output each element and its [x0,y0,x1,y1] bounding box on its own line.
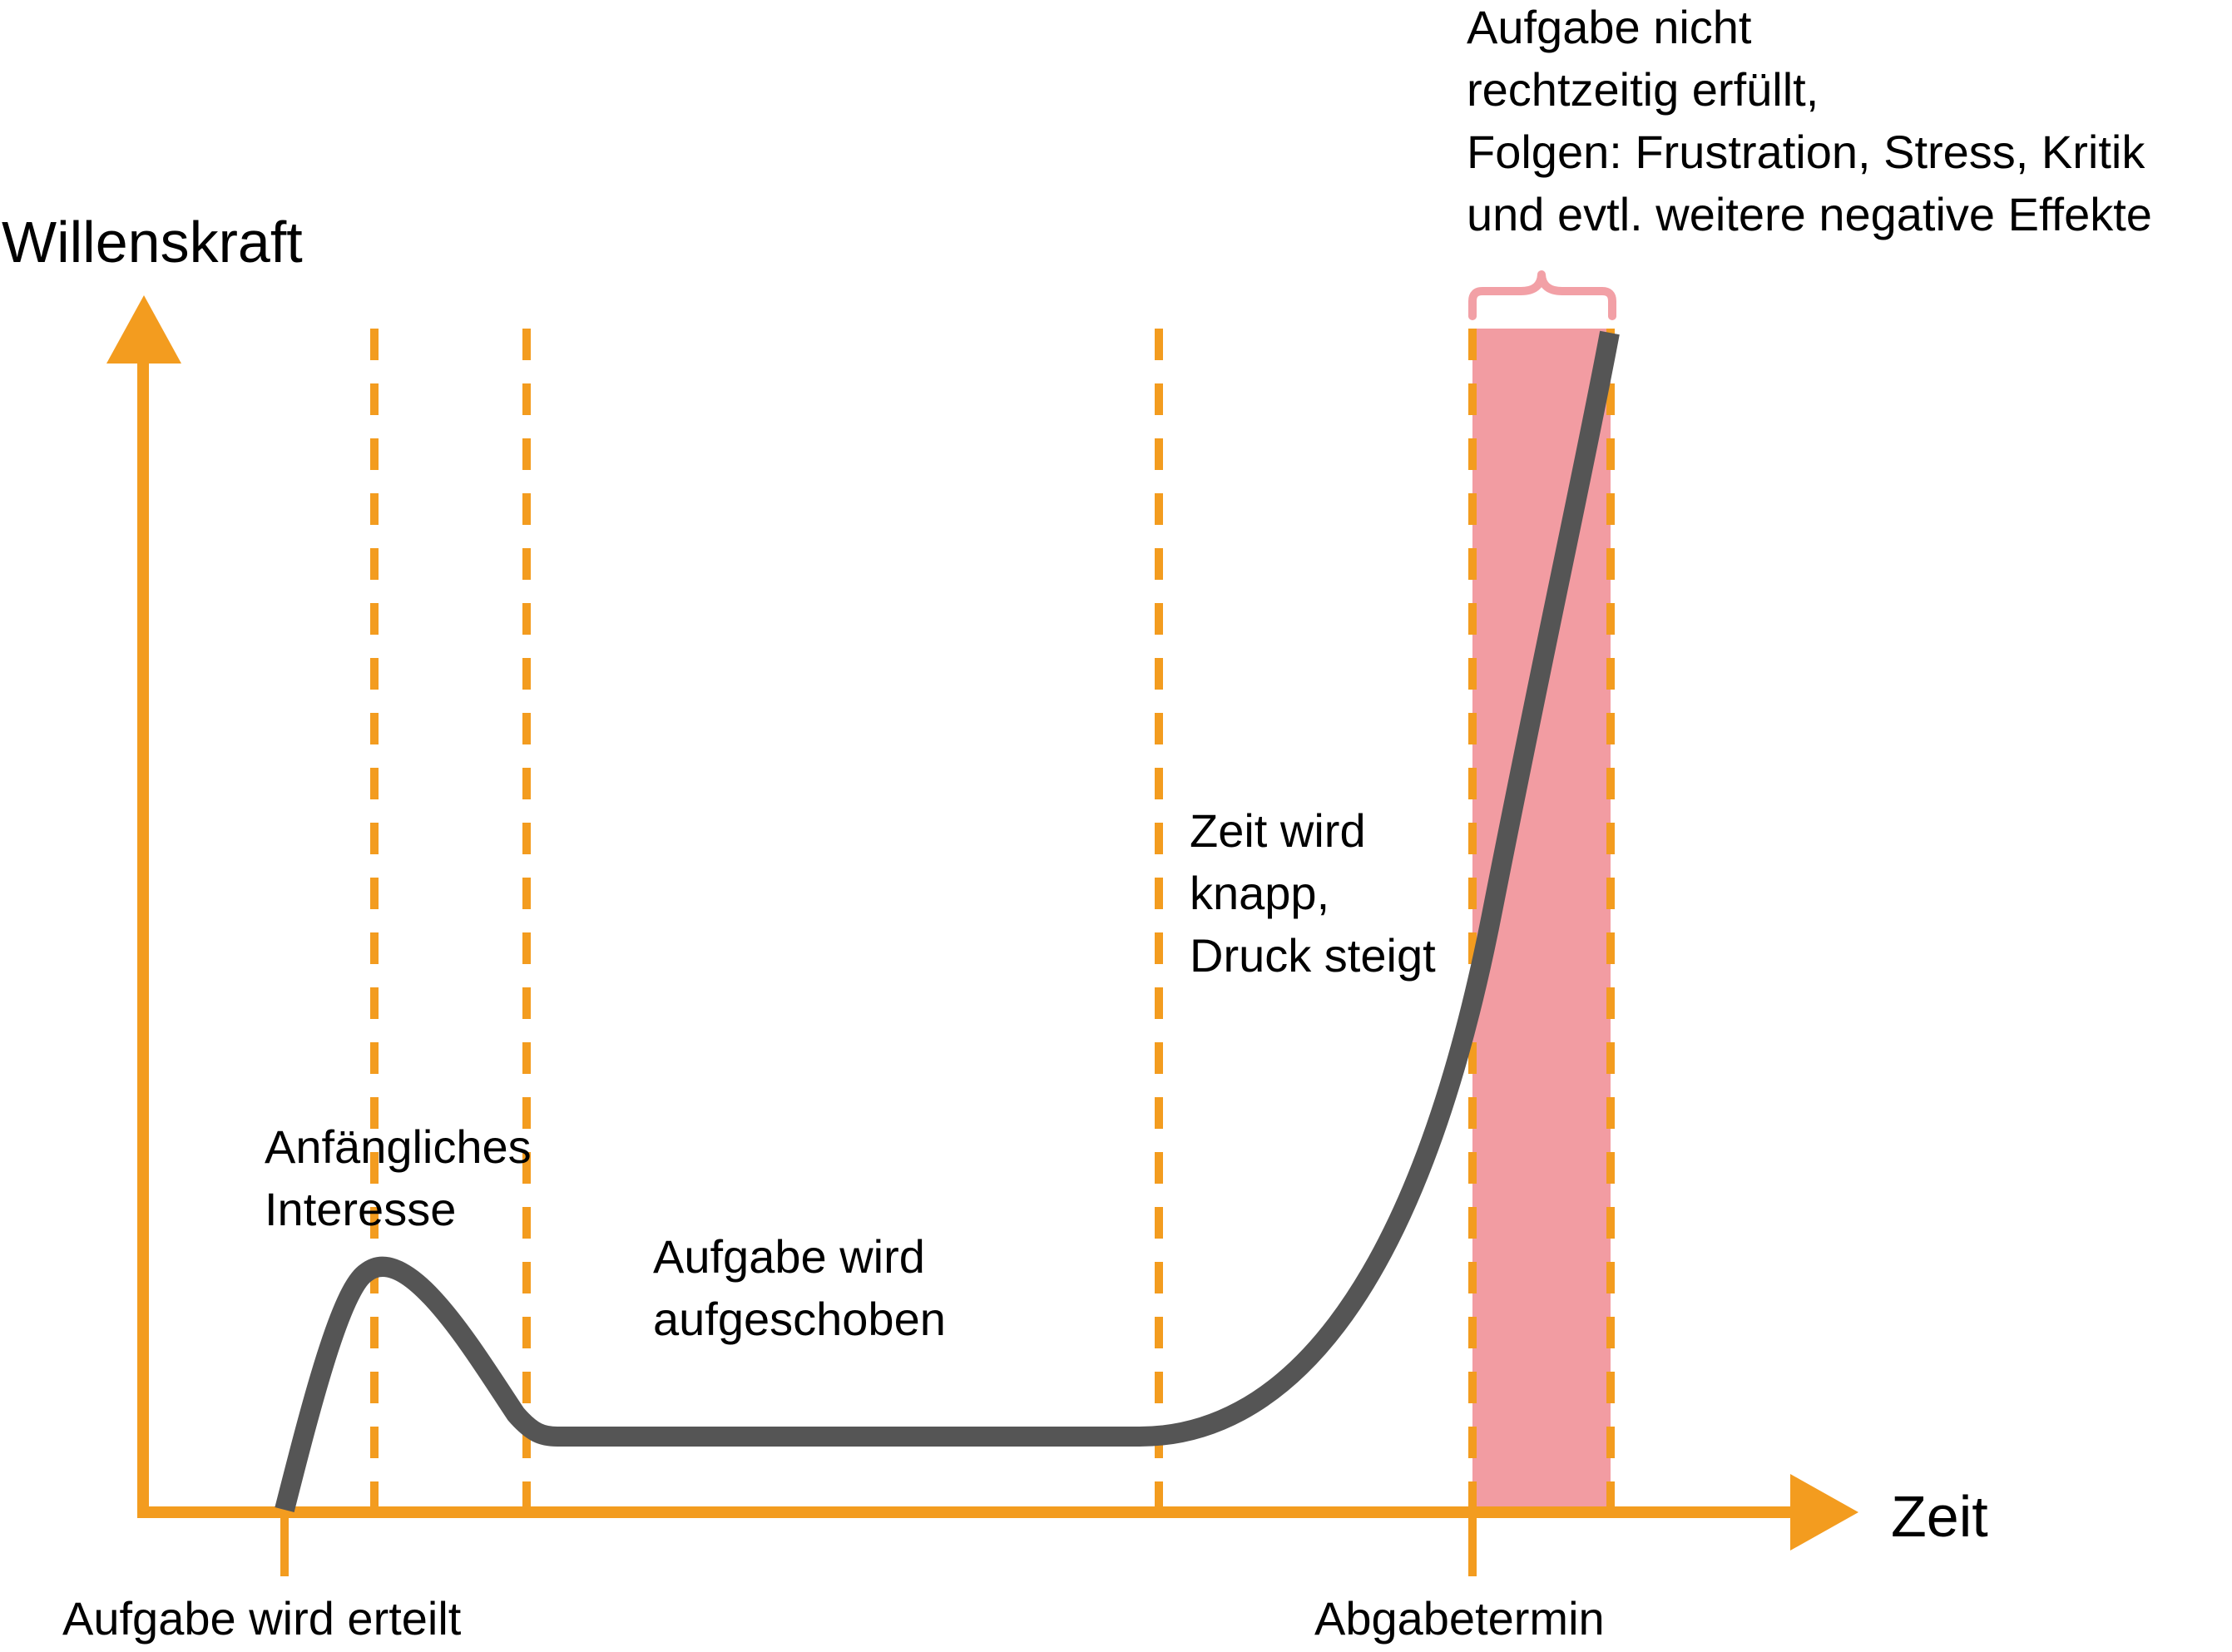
annotation-line: Aufgabe nicht [1467,1,1752,53]
annotation-line: knapp, [1190,867,1329,919]
tick-label-start: Aufgabe wird erteilt [62,1592,462,1645]
annotation-line: Druck steigt [1190,929,1436,982]
annotation-line: Anfängliches [265,1120,532,1173]
axes [106,295,1858,1576]
annotation-failure: Aufgabe nicht rechtzeitig erfüllt, Folge… [1467,1,2158,240]
willpower-curve [275,330,1620,1512]
brace-overdue [1468,270,1616,320]
annotation-postponed: Aufgabe wird aufgeschoben [653,1230,946,1345]
y-axis-arrowhead [106,295,181,364]
annotation-line: aufgeschoben [653,1293,946,1345]
y-axis-label: Willenskraft [2,210,303,275]
phase-lines [370,329,1615,1510]
annotation-line: Folgen: Frustration, Stress, Kritik [1467,126,2145,178]
annotation-line: Aufgabe wird [653,1230,925,1283]
annotation-initial-interest: Anfängliches Interesse [265,1120,544,1235]
x-axis-label: Zeit [1891,1484,1988,1549]
annotation-pressure: Zeit wird knapp, Druck steigt [1190,804,1436,982]
x-axis-arrowhead [1790,1474,1858,1551]
annotation-line: Interesse [265,1183,456,1235]
tick-label-deadline: Abgabetermin [1314,1592,1605,1645]
annotation-line: und evtl. weitere negative Effekte [1467,188,2152,240]
annotation-line: rechtzeitig erfüllt, [1467,63,1819,116]
annotation-line: Zeit wird [1190,804,1366,857]
